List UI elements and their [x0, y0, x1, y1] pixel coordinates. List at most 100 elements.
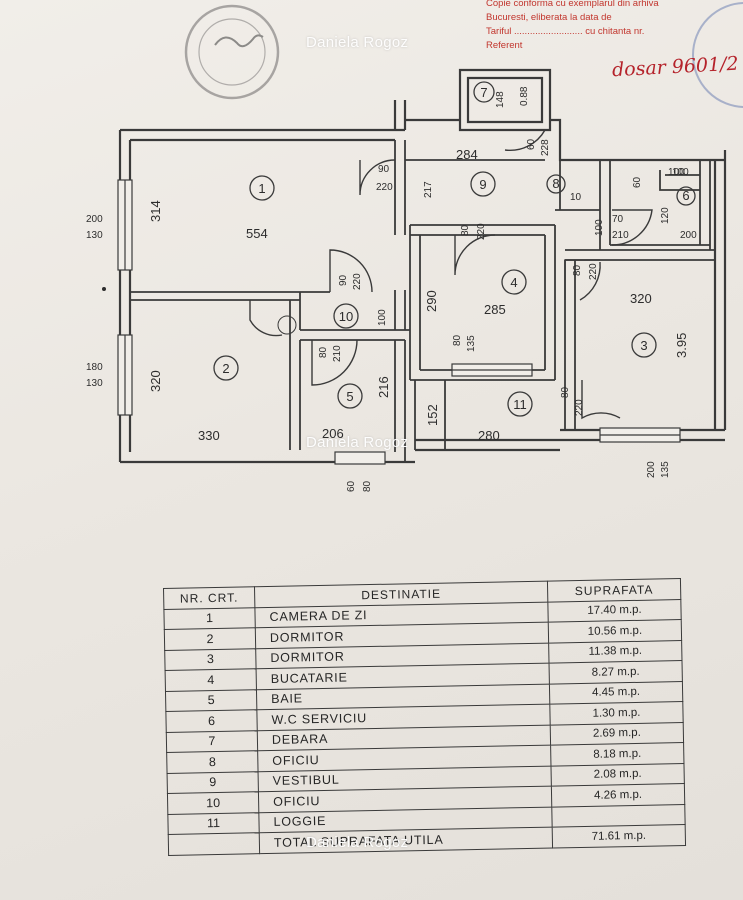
- total-value: 71.61 m.p.: [552, 824, 686, 848]
- watermark: Daniela Rogoz: [306, 434, 409, 451]
- room-11-marker: [507, 391, 533, 417]
- room-8-marker: [546, 174, 566, 194]
- table-cell-nr: 11: [167, 812, 260, 835]
- window-label: 135: [466, 335, 477, 352]
- room-number: 6: [682, 188, 689, 203]
- table-cell-nr: 2: [164, 627, 256, 650]
- table-cell-nr: 10: [167, 791, 259, 814]
- door-label: 80: [460, 224, 471, 236]
- room-number: 5: [346, 389, 353, 404]
- opening-labels: 90 220 80 220 90 220 80 210 80 220 80 22…: [86, 138, 697, 492]
- table-cell-surf: 17.40 m.p.: [547, 599, 682, 623]
- dimension-label: 554: [246, 226, 268, 241]
- door-label: 220: [352, 273, 363, 290]
- room-dimensions: 554 314 330 320 320 3.95 285 290 206 216…: [148, 86, 689, 443]
- room-6-marker: [676, 186, 696, 206]
- door-label: 80: [318, 346, 329, 358]
- dimension-label: 217: [423, 181, 434, 198]
- table-cell-surf: 10.56 m.p.: [548, 619, 682, 643]
- dimension-label: 206: [322, 426, 344, 441]
- room-2-marker: [213, 355, 239, 381]
- window-label: 80: [362, 480, 373, 492]
- room-5-marker: [337, 383, 363, 409]
- door-label: 80: [572, 264, 583, 276]
- window-label: 180: [86, 362, 103, 373]
- table-cell-surf: 4.45 m.p.: [549, 681, 683, 705]
- margin-dot: [102, 287, 106, 291]
- dimension-label: 120: [660, 207, 671, 224]
- table-cell-nr: 5: [165, 689, 257, 712]
- room-4-marker: [501, 269, 527, 295]
- window-label: 80: [452, 334, 463, 346]
- stamp-line: Referent: [486, 40, 523, 51]
- dimension-label: 100: [377, 309, 388, 326]
- window-label: 200: [86, 214, 103, 225]
- window-label: 130: [86, 378, 103, 389]
- door-swings: [249, 129, 653, 420]
- room-number: 10: [339, 309, 353, 324]
- table-cell-nr: 8: [166, 750, 259, 773]
- table-cell-surf: 11.38 m.p.: [548, 640, 682, 664]
- room-number: 4: [510, 275, 517, 290]
- room-number: 7: [480, 85, 487, 100]
- room-number: 3: [640, 338, 647, 353]
- dimension-label: 280: [478, 428, 500, 443]
- column-header: SUPRAFATA: [547, 578, 681, 602]
- dimension-label: 152: [425, 404, 440, 426]
- table-cell-surf: 2.69 m.p.: [550, 722, 684, 746]
- column-header: NR. CRT.: [163, 586, 255, 609]
- misc-label: 60: [632, 176, 643, 188]
- table-cell-nr: 4: [165, 668, 257, 691]
- table-cell-surf: 4.26 m.p.: [551, 783, 685, 807]
- dimension-label: 330: [198, 428, 220, 443]
- door-label: 210: [332, 345, 343, 362]
- door-label-top: 90: [378, 164, 390, 175]
- room-1-marker: [249, 175, 275, 201]
- table-cell-nr: 1: [163, 607, 256, 630]
- dimension-label: 100: [672, 167, 689, 178]
- table-cell-surf: 8.18 m.p.: [550, 742, 684, 766]
- dimension-label: 314: [148, 200, 163, 222]
- door-label: 80: [560, 386, 571, 398]
- dimension-label: 3.95: [674, 333, 689, 358]
- dimension-label: 285: [484, 302, 506, 317]
- room-number: 1: [258, 181, 265, 196]
- room-9-marker: [470, 171, 496, 197]
- room-10-marker: [333, 303, 359, 329]
- table-cell-nr: 7: [166, 730, 258, 753]
- door-label: 220: [574, 399, 585, 416]
- room-circles: [213, 81, 696, 417]
- table-cell-empty: [168, 832, 260, 855]
- dimension-label: 290: [424, 290, 439, 312]
- table-cell-nr: 9: [167, 771, 259, 794]
- blue-stamp-fragment: [692, 2, 743, 108]
- window-label: 135: [660, 461, 671, 478]
- table-cell-surf: [551, 804, 686, 828]
- dimension-label: 320: [148, 370, 163, 392]
- room-numbers: 1 2 3 4 5 6 7 8 9 10 11: [222, 85, 689, 412]
- door-label: 60: [526, 138, 537, 150]
- windows: [117, 179, 681, 465]
- room-number: 8: [552, 176, 559, 191]
- stamp-line: Bucuresti, eliberata la data de: [486, 12, 612, 23]
- misc-label: 100: [594, 219, 605, 236]
- window-label: 60: [346, 480, 357, 492]
- misc-label: 70: [612, 214, 624, 225]
- misc-label: 200: [680, 230, 697, 241]
- window-label: 200: [646, 461, 657, 478]
- room-3-marker: [631, 332, 657, 358]
- watermark: Daniela Rogoz: [306, 834, 409, 851]
- dimension-label: 320: [630, 291, 652, 306]
- door-label-bottom: 220: [376, 182, 393, 193]
- table-cell-surf: 8.27 m.p.: [549, 660, 683, 684]
- door-label: 228: [540, 139, 551, 156]
- stamp-line: Copie conforma cu exemplarul din arhiva: [486, 0, 659, 9]
- room-7-marker: [473, 81, 495, 103]
- watermark: Daniela Rogoz: [306, 34, 409, 51]
- window-label: 130: [86, 230, 103, 241]
- dimension-label: 0.88: [519, 86, 530, 106]
- door-label: 220: [588, 263, 599, 280]
- misc-label: 210: [612, 230, 629, 241]
- table-cell-nr: 6: [165, 709, 258, 732]
